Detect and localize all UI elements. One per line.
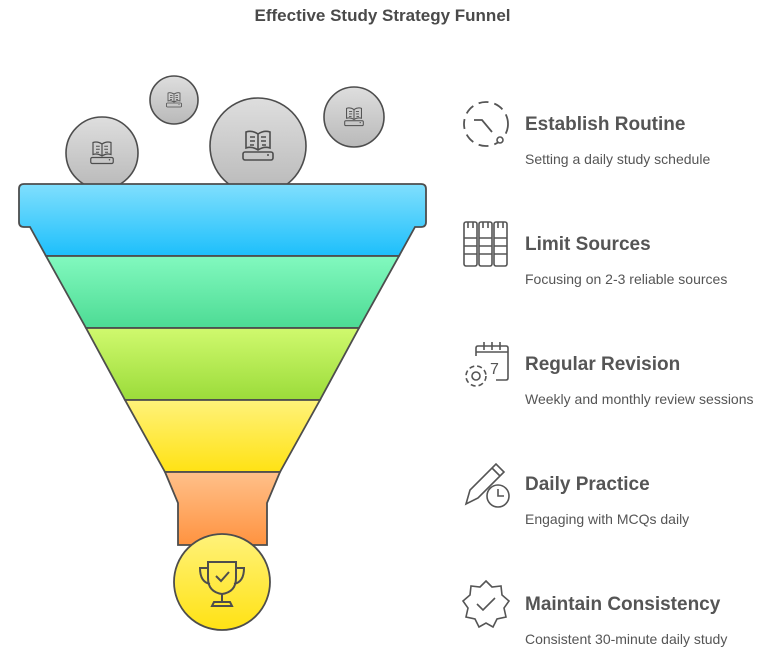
step-title-daily-practice: Daily Practice — [525, 474, 650, 495]
book-icon — [149, 75, 199, 125]
clock-icon — [463, 101, 509, 147]
step-title-maintain-consistency: Maintain Consistency — [525, 594, 721, 615]
funnel-neck — [163, 471, 282, 546]
calendar-gear-icon: 7 — [465, 342, 509, 387]
book-icon — [209, 97, 307, 195]
badge-check-icon — [461, 579, 511, 629]
step-desc-maintain-consistency: Consistent 30-minute daily study — [525, 631, 728, 647]
step-title-limit-sources: Limit Sources — [525, 234, 651, 255]
step-desc-daily-practice: Engaging with MCQs daily — [525, 511, 690, 527]
funnel-layer-4 — [123, 399, 322, 473]
svg-text:7: 7 — [490, 361, 499, 378]
input-book-circles — [65, 75, 385, 195]
step-desc-regular-revision: Weekly and monthly review sessions — [525, 391, 754, 407]
diagram-title: Effective Study Strategy Funnel — [254, 6, 511, 25]
step-title-regular-revision: Regular Revision — [525, 354, 681, 375]
funnel-layer-1 — [18, 183, 427, 257]
book-icon — [323, 86, 385, 148]
pencil-clock-icon — [464, 462, 510, 508]
trophy-icon — [173, 533, 271, 631]
step-desc-limit-sources: Focusing on 2-3 reliable sources — [525, 271, 728, 287]
step-title-establish-routine: Establish Routine — [525, 114, 686, 135]
book-icon — [65, 116, 139, 190]
funnel-layer-3 — [84, 327, 361, 401]
step-desc-establish-routine: Setting a daily study schedule — [525, 151, 711, 167]
books-icon — [463, 221, 508, 267]
funnel-layer-2 — [44, 255, 401, 329]
